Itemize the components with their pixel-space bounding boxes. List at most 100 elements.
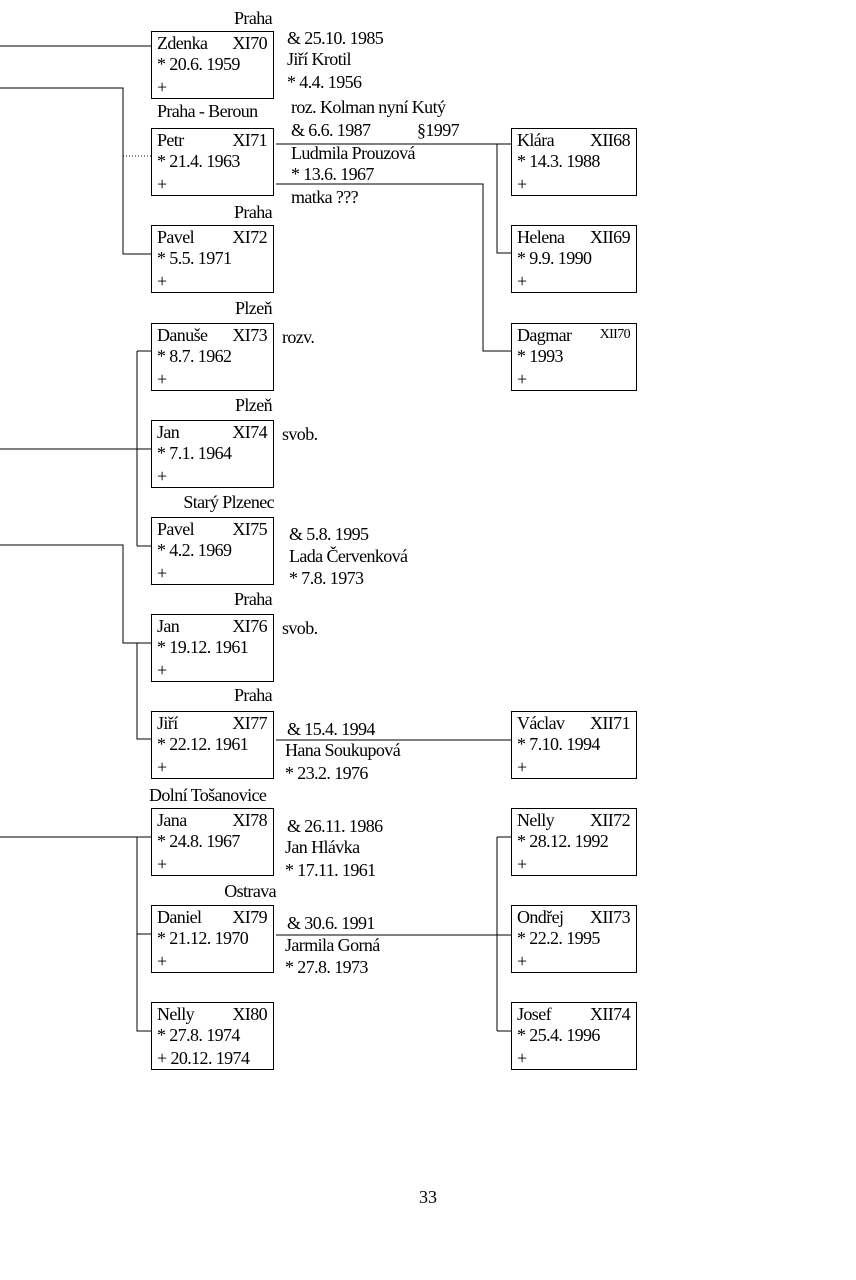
place-label: Dolní Tošanovice bbox=[149, 785, 267, 805]
person-death: + bbox=[157, 757, 167, 777]
person-death: + bbox=[157, 466, 167, 486]
place-label: Starý Plzenec bbox=[183, 492, 274, 512]
spouse-name: Ludmila Prouzová bbox=[291, 143, 415, 163]
person-name: Jan bbox=[157, 422, 180, 442]
person-id: XII71 bbox=[590, 713, 631, 733]
person-id: XI76 bbox=[232, 616, 267, 636]
status-note: rozv. bbox=[282, 327, 315, 347]
person-name: Jana bbox=[157, 810, 187, 830]
person-death: + bbox=[517, 174, 527, 194]
person-name: Dagmar bbox=[517, 325, 572, 345]
person-name: Helena bbox=[517, 227, 565, 247]
mother-note: matka ??? bbox=[291, 187, 359, 207]
person-name: Klára bbox=[517, 130, 555, 150]
marriage-note: & 5.8. 1995 bbox=[289, 524, 369, 544]
person-birth: * 14.3. 1988 bbox=[517, 151, 600, 171]
person-id: XI79 bbox=[232, 907, 267, 927]
person-box-xi78: Jana XI78 * 24.8. 1967 + bbox=[151, 808, 274, 876]
person-id: XII72 bbox=[590, 810, 631, 830]
place-label: Praha bbox=[234, 589, 273, 609]
person-birth: * 9.9. 1990 bbox=[517, 248, 592, 268]
person-id: XI72 bbox=[232, 227, 267, 247]
person-name: Josef bbox=[517, 1004, 552, 1024]
connector-line bbox=[0, 87, 151, 255]
person-birth: * 7.10. 1994 bbox=[517, 734, 600, 754]
spouse-name: Lada Červenková bbox=[289, 546, 408, 566]
person-name: Daniel bbox=[157, 907, 202, 927]
spouse-name: Jarmila Gorná bbox=[285, 935, 380, 955]
person-death: + bbox=[157, 369, 167, 389]
person-name: Zdenka bbox=[157, 33, 208, 53]
person-birth: * 5.5. 1971 bbox=[157, 248, 232, 268]
person-id: XI78 bbox=[232, 810, 267, 830]
person-birth: * 22.12. 1961 bbox=[157, 734, 249, 754]
person-death: + bbox=[157, 77, 167, 97]
person-death: + bbox=[157, 563, 167, 583]
person-id: XI73 bbox=[232, 325, 267, 345]
person-death: + bbox=[157, 951, 167, 971]
divorce-note: §1997 bbox=[417, 120, 460, 140]
person-birth: * 20.6. 1959 bbox=[157, 54, 240, 74]
person-id: XII73 bbox=[590, 907, 631, 927]
spouse-birth: * 13.6. 1967 bbox=[291, 164, 374, 184]
place-label: Praha bbox=[234, 685, 273, 705]
person-name: Nelly bbox=[517, 810, 555, 830]
connector-line bbox=[276, 183, 511, 352]
person-birth: * 4.2. 1969 bbox=[157, 540, 232, 560]
person-name: Pavel bbox=[157, 519, 195, 539]
person-box-xi77: Jiří XI77 * 22.12. 1961 + bbox=[151, 711, 274, 779]
person-death: + bbox=[517, 369, 527, 389]
person-birth: * 27.8. 1974 bbox=[157, 1025, 240, 1045]
person-death: + bbox=[517, 951, 527, 971]
person-name: Petr bbox=[157, 130, 184, 150]
person-box-xi76: Jan XI76 * 19.12. 1961 + bbox=[151, 614, 274, 682]
person-name: Danuše bbox=[157, 325, 208, 345]
person-name: Jiří bbox=[157, 713, 178, 733]
person-birth: * 8.7. 1962 bbox=[157, 346, 232, 366]
status-note: svob. bbox=[282, 424, 318, 444]
spouse-birth: * 27.8. 1973 bbox=[285, 957, 368, 977]
person-id: XI80 bbox=[232, 1004, 267, 1024]
person-id: XI77 bbox=[232, 713, 267, 733]
person-birth: * 28.12. 1992 bbox=[517, 831, 609, 851]
person-death: + bbox=[517, 757, 527, 777]
person-birth: * 19.12. 1961 bbox=[157, 637, 249, 657]
spouse-birth: * 4.4. 1956 bbox=[287, 72, 362, 92]
person-box-xi73: Danuše XI73 * 8.7. 1962 + bbox=[151, 323, 274, 391]
person-name: Jan bbox=[157, 616, 180, 636]
person-name: Pavel bbox=[157, 227, 195, 247]
marriage-note: & 30.6. 1991 bbox=[287, 913, 375, 933]
person-birth: * 24.8. 1967 bbox=[157, 831, 240, 851]
marriage-note: & 6.6. 1987 bbox=[291, 120, 371, 140]
name-change-note: roz. Kolman nyní Kutý bbox=[291, 97, 446, 117]
person-birth: * 25.4. 1996 bbox=[517, 1025, 600, 1045]
person-id: XII68 bbox=[590, 130, 631, 150]
spouse-name: Hana Soukupová bbox=[285, 740, 401, 760]
person-id: XI74 bbox=[232, 422, 267, 442]
connector-line bbox=[0, 544, 151, 644]
connector-line bbox=[496, 144, 511, 254]
person-birth: * 7.1. 1964 bbox=[157, 443, 232, 463]
person-death: + bbox=[157, 854, 167, 874]
place-label: Plzeň bbox=[235, 298, 273, 318]
person-death: + bbox=[157, 660, 167, 680]
person-box-xi75: Pavel XI75 * 4.2. 1969 + bbox=[151, 517, 274, 585]
person-birth: * 1993 bbox=[517, 346, 564, 366]
person-id: XI75 bbox=[232, 519, 267, 539]
place-label: Ostrava bbox=[224, 881, 276, 901]
place-label: Praha bbox=[234, 202, 273, 222]
spouse-birth: * 23.2. 1976 bbox=[285, 763, 368, 783]
person-death: + bbox=[157, 174, 167, 194]
page-number: 33 bbox=[419, 1187, 437, 1207]
